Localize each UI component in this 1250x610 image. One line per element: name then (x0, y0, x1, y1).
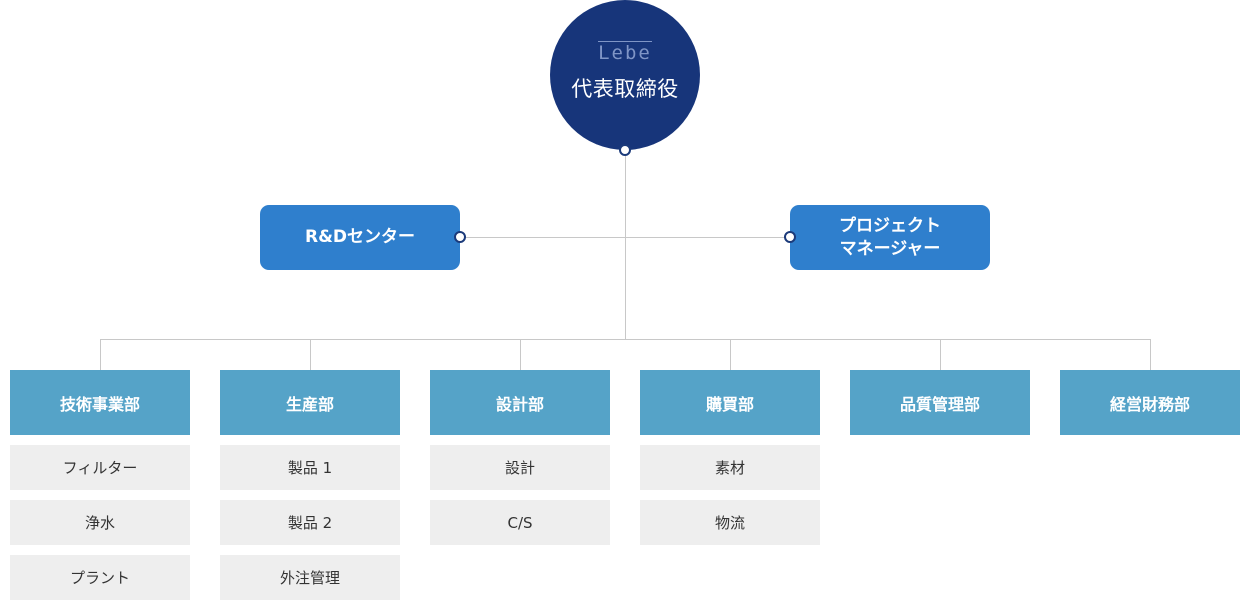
sub-item: C/S (430, 500, 610, 545)
sub-item: 素材 (640, 445, 820, 490)
department-design: 設計部 (430, 370, 610, 435)
rd-center-connector-dot (454, 231, 466, 243)
sub-item-label: 物流 (714, 514, 745, 532)
sub-item: 製品 1 (220, 445, 400, 490)
sub-item: プラント (10, 555, 190, 600)
rd-center-node: R&Dセンター (260, 205, 460, 270)
department-drop-line (520, 339, 521, 370)
department-label: 技術事業部 (59, 394, 140, 414)
department-label: 経営財務部 (1109, 394, 1190, 414)
sub-item: 製品 2 (220, 500, 400, 545)
department-quality-control: 品質管理部 (850, 370, 1030, 435)
ceo-connector-dot (619, 144, 631, 156)
department-label: 購買部 (705, 394, 754, 414)
sub-item-label: C/S (507, 513, 533, 532)
sub-item-label: 製品 1 (287, 459, 333, 477)
department-technical: 技術事業部 (10, 370, 190, 435)
department-drop-line (100, 339, 101, 370)
sub-item-label: 浄水 (84, 514, 115, 532)
department-finance: 経営財務部 (1060, 370, 1240, 435)
sub-item-label: 製品 2 (287, 514, 333, 532)
department-drop-line (1150, 339, 1151, 370)
department-drop-line (310, 339, 311, 370)
department-label: 品質管理部 (899, 394, 980, 414)
project-manager-node: プロジェクト マネージャー (790, 205, 990, 270)
ceo-node: Lebe 代表取締役 (550, 0, 700, 150)
sub-item: 浄水 (10, 500, 190, 545)
department-purchasing: 購買部 (640, 370, 820, 435)
department-bus-line (100, 339, 1151, 340)
trunk-line (625, 150, 626, 340)
sub-item-label: 素材 (714, 459, 745, 477)
sub-item: フィルター (10, 445, 190, 490)
sub-item: 設計 (430, 445, 610, 490)
rd-center-label: R&Dセンター (304, 227, 416, 247)
project-manager-connector-dot (784, 231, 796, 243)
project-manager-label-line2: マネージャー (839, 238, 941, 259)
department-production: 生産部 (220, 370, 400, 435)
ceo-title: 代表取締役 (571, 77, 679, 101)
sub-item-label: 設計 (504, 459, 535, 477)
sub-item: 物流 (640, 500, 820, 545)
sub-item-label: 外注管理 (279, 569, 340, 587)
sub-item: 外注管理 (220, 555, 400, 600)
project-manager-label-line1: プロジェクト (839, 215, 941, 236)
lebe-logo: Lebe (598, 41, 652, 64)
department-drop-line (730, 339, 731, 370)
sub-item-label: プラント (69, 569, 130, 587)
department-label: 設計部 (495, 394, 544, 414)
department-label: 生産部 (285, 394, 334, 414)
department-drop-line (940, 339, 941, 370)
sub-item-label: フィルター (62, 459, 138, 477)
side-connector-line (460, 237, 790, 238)
